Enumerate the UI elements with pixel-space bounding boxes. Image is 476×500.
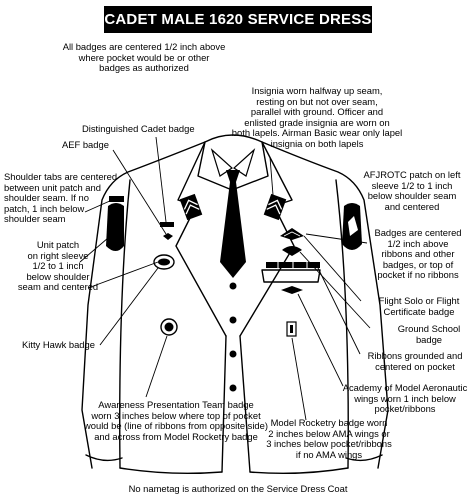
coat-buttons <box>229 282 237 392</box>
label-kitty-hawk: Kitty Hawk badge <box>22 339 95 350</box>
leader-ground-school <box>299 251 371 329</box>
title: CADET MALE 1620 SERVICE DRESS <box>104 11 372 28</box>
coat-front-right <box>239 335 251 473</box>
shoulder-tab <box>109 196 124 202</box>
ground-school-badge <box>282 246 302 256</box>
right-sleeve-unit-patch <box>106 203 124 251</box>
leader-distinguished-cadet <box>155 136 167 223</box>
coat-hem <box>119 467 349 475</box>
label-distinguished-cadet: Distinguished Cadet badge <box>82 123 195 134</box>
leader-kitty-hawk <box>99 267 159 346</box>
leader-ribbons <box>317 267 361 355</box>
leader-afjrotc <box>353 213 358 217</box>
label-badges-above-ribbons: Badges are centered 1/2 inch above ribbo… <box>374 227 462 281</box>
leader-academy <box>297 293 344 387</box>
label-flight-solo: Flight Solo or Flight Certificate badge <box>378 295 460 317</box>
label-ribbons: Ribbons grounded and centered on pocket <box>367 350 463 372</box>
leader-unit-patch <box>79 237 109 263</box>
coat-left-cuff <box>85 454 123 462</box>
right-grade-insignia <box>263 193 287 221</box>
leader-awareness <box>145 335 168 398</box>
coat-front-left <box>221 335 227 473</box>
leader-insignia <box>269 156 274 196</box>
pocket-flap <box>261 269 321 283</box>
label-insignia: Insignia worn halfway up seam, resting o… <box>231 85 403 149</box>
coat-left-sleeve-seam <box>119 179 131 469</box>
distinguished-cadet-badge <box>160 222 174 227</box>
label-nametag: No nametag is authorized on the Service … <box>128 483 348 494</box>
flight-solo-badge <box>280 228 304 240</box>
awareness-presentation-badge <box>160 318 178 336</box>
coat-left-shoulder <box>81 141 206 469</box>
label-academy: Academy of Model Aeronautic wings worn 1… <box>342 382 468 415</box>
leader-model-rocketry <box>291 337 307 421</box>
leader-shoulder-tabs <box>84 199 113 213</box>
label-unit-patch: Unit patch on right sleeve 1/2 to 1 inch… <box>17 239 99 293</box>
model-rocketry-badge <box>286 321 297 337</box>
shirt-right-collar <box>233 148 256 177</box>
aef-badge <box>163 233 173 240</box>
leader-unit-patch-2 <box>87 261 159 289</box>
necktie <box>220 170 246 278</box>
label-aef: AEF badge <box>62 139 109 150</box>
label-shoulder-tabs: Shoulder tabs are centered between unit … <box>4 171 118 225</box>
label-ground-school: Ground School badge <box>397 323 461 345</box>
label-awareness: Awareness Presentation Team badge worn 3… <box>84 399 268 442</box>
kitty-hawk-badge-oval <box>153 254 175 270</box>
label-badges-centered: All badges are centered 1/2 inch above w… <box>62 41 226 74</box>
label-model-rocketry: Model Rocketry badge worn 2 inches below… <box>266 417 392 460</box>
ama-wings <box>281 286 303 294</box>
coat-right-sleeve-seam <box>335 179 349 469</box>
leader-flight-solo <box>303 235 362 302</box>
leader-aef <box>112 149 167 235</box>
coat-right-shoulder <box>261 141 389 469</box>
left-grade-insignia <box>179 193 203 221</box>
ribbons-rack <box>266 262 320 268</box>
afjrotc-patch-emblem <box>348 216 358 236</box>
leader-badges-above-ribbons <box>305 233 368 244</box>
label-afjrotc-patch: AFJROTC patch on left sleeve 1/2 to 1 in… <box>363 169 461 212</box>
coat-collar <box>197 134 269 191</box>
coat-right-cuff <box>345 454 383 462</box>
shirt-left-collar <box>210 148 233 177</box>
title-banner: CADET MALE 1620 SERVICE DRESS <box>104 6 372 33</box>
